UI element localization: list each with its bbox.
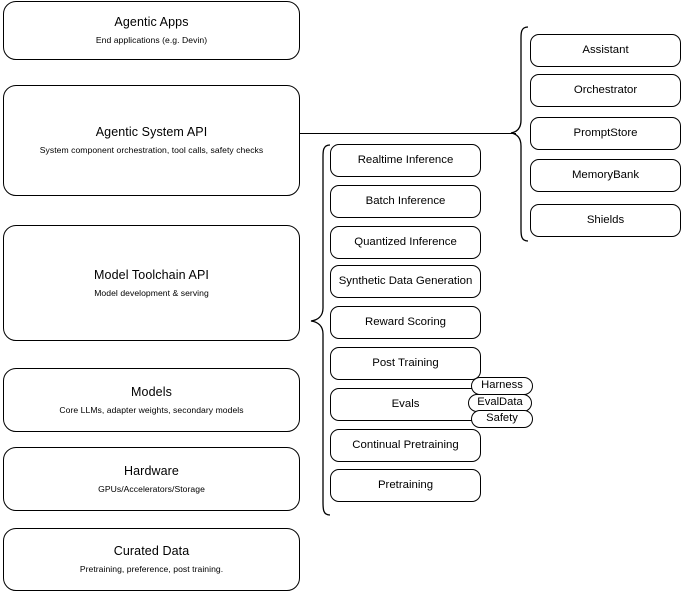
- layer-subtitle: GPUs/Accelerators/Storage: [98, 483, 205, 494]
- layer-subtitle: End applications (e.g. Devin): [95, 35, 208, 46]
- capability-evals[interactable]: Evals: [330, 388, 481, 421]
- system-component-assistant[interactable]: Assistant: [530, 34, 681, 67]
- capability-label: Continual Pretraining: [352, 438, 459, 451]
- system-component-label: Assistant: [582, 43, 629, 56]
- capability-label: Post Training: [372, 356, 439, 369]
- capability-label: Synthetic Data Generation: [338, 274, 473, 287]
- system-component-shields[interactable]: Shields: [530, 204, 681, 237]
- system-component-label: PromptStore: [573, 126, 638, 139]
- layer-title: Agentic System API: [95, 125, 208, 140]
- layer-agentic-system-api[interactable]: Agentic System API System component orch…: [3, 85, 300, 196]
- brace-system-components: [508, 24, 530, 244]
- evals-subcomponent-label: EvalData: [477, 396, 523, 409]
- capability-label: Reward Scoring: [364, 315, 447, 328]
- layer-subtitle: Pretraining, preference, post training.: [79, 564, 224, 575]
- layer-models[interactable]: Models Core LLMs, adapter weights, secon…: [3, 368, 300, 432]
- capability-label: Quantized Inference: [354, 235, 457, 248]
- layer-title: Hardware: [124, 463, 179, 478]
- system-component-label: MemoryBank: [571, 168, 640, 181]
- layer-subtitle: Model development & serving: [94, 287, 209, 298]
- system-component-label: Shields: [586, 213, 625, 226]
- capability-label: Batch Inference: [365, 194, 446, 207]
- capability-continual-pretraining[interactable]: Continual Pretraining: [330, 429, 481, 462]
- capability-label: Evals: [391, 397, 420, 410]
- layer-hardware[interactable]: Hardware GPUs/Accelerators/Storage: [3, 447, 300, 511]
- capability-post-training[interactable]: Post Training: [330, 347, 481, 380]
- capability-realtime-inference[interactable]: Realtime Inference: [330, 144, 481, 177]
- capability-pretraining[interactable]: Pretraining: [330, 469, 481, 502]
- layer-title: Curated Data: [113, 544, 190, 559]
- brace-toolchain-capabilities: [308, 142, 332, 518]
- evals-subcomponent-label: Safety: [486, 412, 518, 425]
- system-component-promptstore[interactable]: PromptStore: [530, 117, 681, 150]
- layer-subtitle: System component orchestration, tool cal…: [39, 145, 264, 156]
- system-component-label: Orchestrator: [573, 83, 638, 96]
- capability-label: Realtime Inference: [357, 153, 454, 166]
- layer-title: Models: [131, 384, 172, 399]
- capability-synthetic-data-generation[interactable]: Synthetic Data Generation: [330, 265, 481, 298]
- system-component-memorybank[interactable]: MemoryBank: [530, 159, 681, 192]
- evals-subcomponent-safety[interactable]: Safety: [471, 410, 533, 428]
- capability-label: Pretraining: [377, 478, 434, 491]
- layer-title: Model Toolchain API: [94, 267, 209, 282]
- layer-agentic-apps[interactable]: Agentic Apps End applications (e.g. Devi…: [3, 1, 300, 60]
- layer-subtitle: Core LLMs, adapter weights, secondary mo…: [59, 404, 244, 415]
- layer-curated-data[interactable]: Curated Data Pretraining, preference, po…: [3, 528, 300, 591]
- capability-quantized-inference[interactable]: Quantized Inference: [330, 226, 481, 259]
- layer-model-toolchain-api[interactable]: Model Toolchain API Model development & …: [3, 225, 300, 341]
- capability-reward-scoring[interactable]: Reward Scoring: [330, 306, 481, 339]
- connector-system-api-to-components: [300, 133, 516, 135]
- evals-subcomponent-harness[interactable]: Harness: [471, 377, 533, 395]
- system-component-orchestrator[interactable]: Orchestrator: [530, 74, 681, 107]
- capability-batch-inference[interactable]: Batch Inference: [330, 185, 481, 218]
- evals-subcomponent-label: Harness: [481, 379, 523, 392]
- layer-title: Agentic Apps: [114, 15, 189, 30]
